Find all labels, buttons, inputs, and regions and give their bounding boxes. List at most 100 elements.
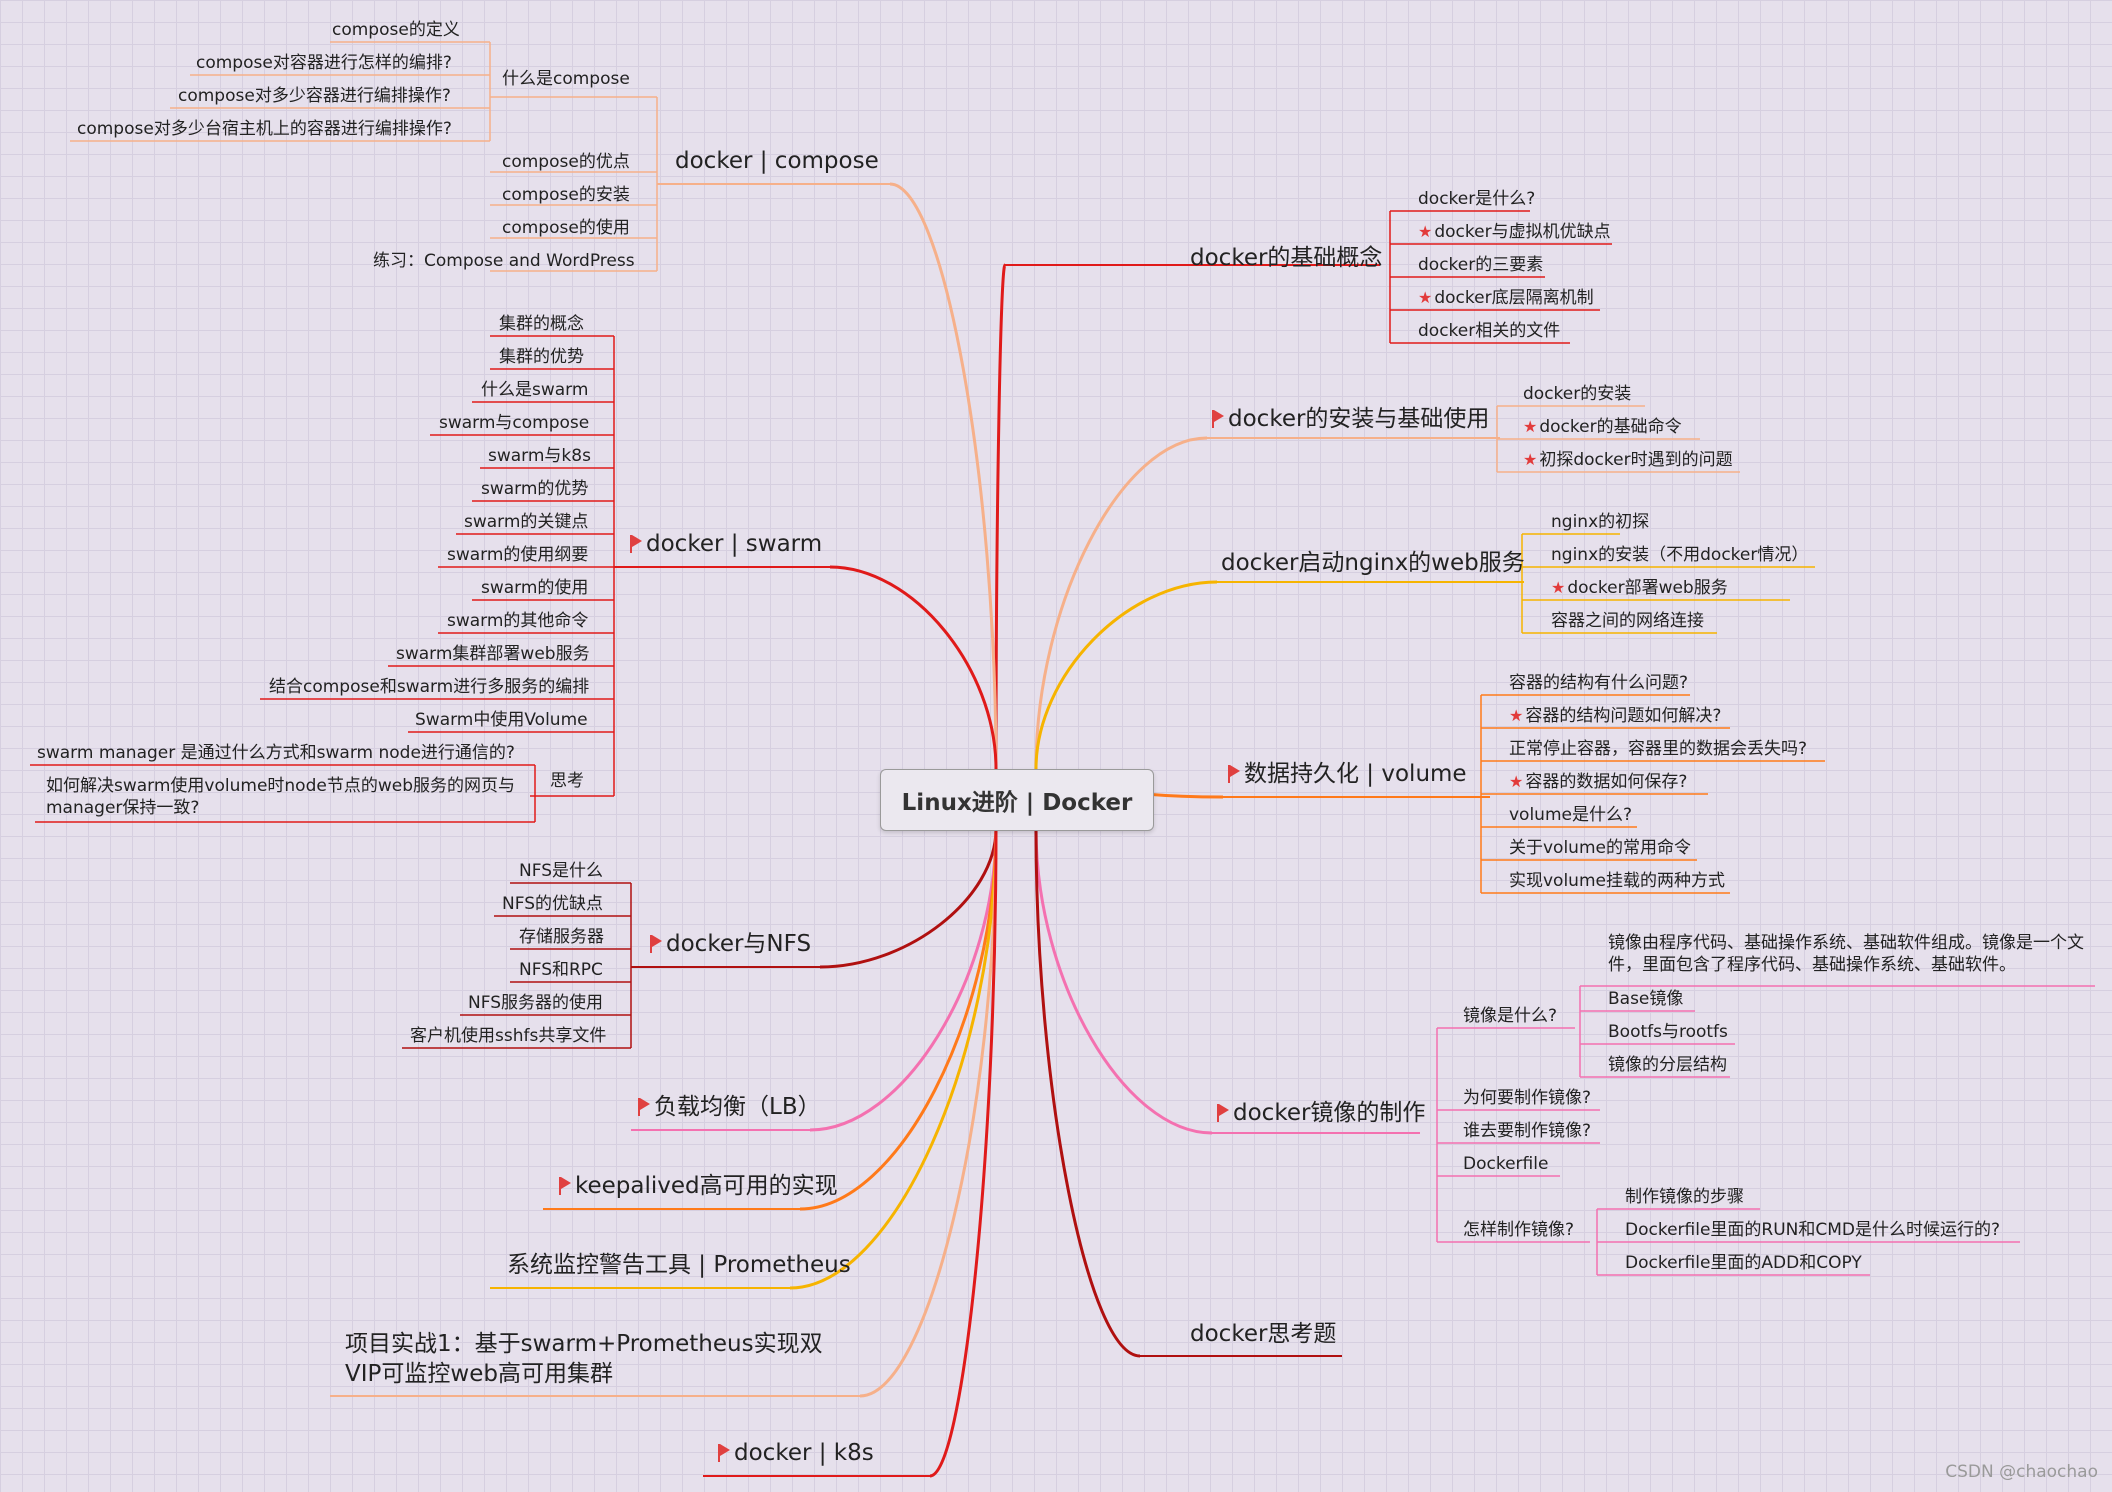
what-is-volume[interactable]: volume是什么?	[1509, 805, 1633, 825]
docker-swarm-branch[interactable]: docker | swarm	[630, 529, 822, 559]
flag-icon	[1217, 1104, 1229, 1122]
image-layers[interactable]: 镜像的分层结构	[1608, 1055, 1727, 1075]
flag-icon	[718, 1444, 730, 1462]
what-is-docker[interactable]: docker是什么?	[1418, 189, 1536, 209]
link-project	[859, 828, 998, 1398]
flag-icon	[630, 535, 642, 553]
swarm-usage-outline[interactable]: swarm的使用纲要	[447, 545, 589, 565]
flag-icon	[638, 1098, 650, 1116]
container-structure-solution[interactable]: ★容器的结构问题如何解决?	[1509, 705, 1721, 727]
link-install	[1034, 436, 1208, 770]
bootfs-rootfs[interactable]: Bootfs与rootfs	[1608, 1022, 1728, 1042]
docker-nfs-branch[interactable]: docker与NFS	[650, 929, 811, 959]
swarm-volume[interactable]: Swarm中使用Volume	[415, 710, 588, 730]
docker-think-branch[interactable]: docker思考题	[1190, 1321, 1337, 1347]
docker-k8s-branch[interactable]: docker | k8s	[718, 1438, 874, 1468]
container-structure-problem[interactable]: 容器的结构有什么问题?	[1509, 673, 1689, 693]
swarm-vs-k8s[interactable]: swarm与k8s	[488, 446, 591, 466]
swarm-think[interactable]: 思考	[550, 771, 584, 791]
dockerfile[interactable]: Dockerfile	[1463, 1154, 1549, 1174]
sshfs-share[interactable]: 客户机使用sshfs共享文件	[410, 1026, 607, 1046]
container-data-save[interactable]: ★容器的数据如何保存?	[1509, 771, 1687, 793]
swarm-usage[interactable]: swarm的使用	[481, 578, 589, 598]
cluster-concept[interactable]: 集群的概念	[499, 314, 584, 334]
prometheus-branch[interactable]: 系统监控警告工具 | Prometheus	[507, 1252, 851, 1278]
swarm-deploy-web[interactable]: swarm集群部署web服务	[396, 644, 590, 664]
docker-deploy-web[interactable]: ★docker部署web服务	[1551, 577, 1728, 599]
volume-mount-ways[interactable]: 实现volume挂载的两种方式	[1509, 871, 1725, 891]
who-makes-image[interactable]: 谁去要制作镜像?	[1463, 1121, 1592, 1141]
what-is-compose[interactable]: 什么是compose	[502, 69, 630, 89]
image-definition[interactable]: 镜像由程序代码、基础操作系统、基础软件组成。镜像是一个文件，里面包含了程序代码、…	[1608, 933, 2084, 975]
docker-nginx-branch[interactable]: docker启动nginx的web服务	[1221, 550, 1525, 576]
docker-compose-branch[interactable]: docker | compose	[675, 148, 879, 174]
nfs-and-rpc[interactable]: NFS和RPC	[519, 960, 603, 980]
storage-server[interactable]: 存储服务器	[519, 927, 604, 947]
docker-files[interactable]: docker相关的文件	[1418, 321, 1561, 341]
load-balancing-label: 负载均衡（LB）	[654, 1094, 821, 1120]
what-is-swarm[interactable]: 什么是swarm	[481, 380, 589, 400]
star-icon: ★	[1509, 706, 1524, 725]
what-is-image[interactable]: 镜像是什么?	[1463, 1006, 1558, 1026]
nginx-install[interactable]: nginx的安装（不用docker情况）	[1551, 545, 1809, 565]
link-keepalived	[799, 828, 998, 1211]
docker-install-branch[interactable]: docker的安装与基础使用	[1212, 404, 1489, 434]
container-network[interactable]: 容器之间的网络连接	[1551, 611, 1704, 631]
volume-branch[interactable]: 数据持久化 | volume	[1228, 759, 1467, 789]
compose-install[interactable]: compose的安装	[502, 185, 630, 205]
swarm-think-q1[interactable]: swarm manager 是通过什么方式和swarm node进行通信的?	[37, 743, 515, 763]
image-build-steps[interactable]: 制作镜像的步骤	[1625, 1187, 1744, 1207]
compose-orchestration-count[interactable]: compose对多少容器进行编排操作?	[178, 86, 451, 106]
swarm-think-q2[interactable]: 如何解决swarm使用volume时node节点的web服务的网页与manage…	[46, 776, 515, 818]
root-node[interactable]: Linux进阶 | Docker	[880, 769, 1154, 831]
base-image[interactable]: Base镜像	[1608, 989, 1684, 1009]
link-prom	[789, 828, 998, 1290]
volume-commands[interactable]: 关于volume的常用命令	[1509, 838, 1691, 858]
keepalived-branch[interactable]: keepalived高可用的实现	[559, 1171, 838, 1201]
docker-basic-branch[interactable]: docker的基础概念	[1190, 245, 1383, 271]
compose-advantages[interactable]: compose的优点	[502, 152, 630, 172]
cluster-advantages[interactable]: 集群的优势	[499, 347, 584, 367]
docker-isolation-label: docker底层隔离机制	[1434, 288, 1594, 308]
docker-basic-commands-label: docker的基础命令	[1539, 417, 1682, 437]
link-basic	[994, 263, 1007, 770]
docker-vs-vm[interactable]: ★docker与虚拟机优缺点	[1418, 221, 1611, 243]
compose-definition[interactable]: compose的定义	[332, 20, 460, 40]
link-lb	[809, 828, 998, 1132]
add-vs-copy[interactable]: Dockerfile里面的ADD和COPY	[1625, 1253, 1862, 1273]
docker-install[interactable]: docker的安装	[1523, 384, 1632, 404]
compose-orchestration-how[interactable]: compose对容器进行怎样的编排?	[196, 53, 452, 73]
docker-basic-commands[interactable]: ★docker的基础命令	[1523, 416, 1682, 438]
docker-deploy-web-label: docker部署web服务	[1567, 578, 1728, 598]
compose-swarm-orchestration[interactable]: 结合compose和swarm进行多服务的编排	[269, 677, 590, 697]
container-data-save-label: 容器的数据如何保存?	[1525, 772, 1688, 792]
compose-usage[interactable]: compose的使用	[502, 218, 630, 238]
docker-swarm-label: docker | swarm	[646, 531, 823, 557]
load-balancing-branch[interactable]: 负载均衡（LB）	[638, 1092, 821, 1122]
compose-wordpress-exercise[interactable]: 练习：Compose and WordPress	[373, 251, 635, 271]
nfs-what[interactable]: NFS是什么	[519, 861, 603, 881]
container-data-loss[interactable]: 正常停止容器，容器里的数据会丢失吗?	[1509, 739, 1808, 759]
docker-three-elements[interactable]: docker的三要素	[1418, 255, 1544, 275]
docker-image-branch[interactable]: docker镜像的制作	[1217, 1098, 1425, 1128]
why-make-image[interactable]: 为何要制作镜像?	[1463, 1088, 1592, 1108]
docker-first-problems[interactable]: ★初探docker时遇到的问题	[1523, 449, 1733, 471]
nginx-intro[interactable]: nginx的初探	[1551, 512, 1650, 532]
project-branch[interactable]: 项目实战1：基于swarm+Prometheus实现双VIP可监控web高可用集…	[345, 1331, 823, 1387]
link-think	[1034, 828, 1141, 1358]
flag-icon	[1228, 765, 1240, 783]
nfs-pros-cons[interactable]: NFS的优缺点	[502, 894, 603, 914]
compose-orchestration-hosts[interactable]: compose对多少台宿主机上的容器进行编排操作?	[77, 119, 452, 139]
docker-install-label: docker的安装与基础使用	[1228, 406, 1490, 432]
docker-k8s-label: docker | k8s	[734, 1440, 874, 1466]
nfs-server-usage[interactable]: NFS服务器的使用	[468, 993, 603, 1013]
swarm-key-points[interactable]: swarm的关键点	[464, 512, 589, 532]
how-make-image[interactable]: 怎样制作镜像?	[1463, 1220, 1575, 1240]
docker-isolation[interactable]: ★docker底层隔离机制	[1418, 287, 1594, 309]
link-swarm	[829, 565, 998, 770]
link-nfs	[819, 828, 998, 969]
swarm-other-commands[interactable]: swarm的其他命令	[447, 611, 589, 631]
swarm-advantages[interactable]: swarm的优势	[481, 479, 589, 499]
run-vs-cmd[interactable]: Dockerfile里面的RUN和CMD是什么时候运行的?	[1625, 1220, 2001, 1240]
swarm-vs-compose[interactable]: swarm与compose	[439, 413, 590, 433]
